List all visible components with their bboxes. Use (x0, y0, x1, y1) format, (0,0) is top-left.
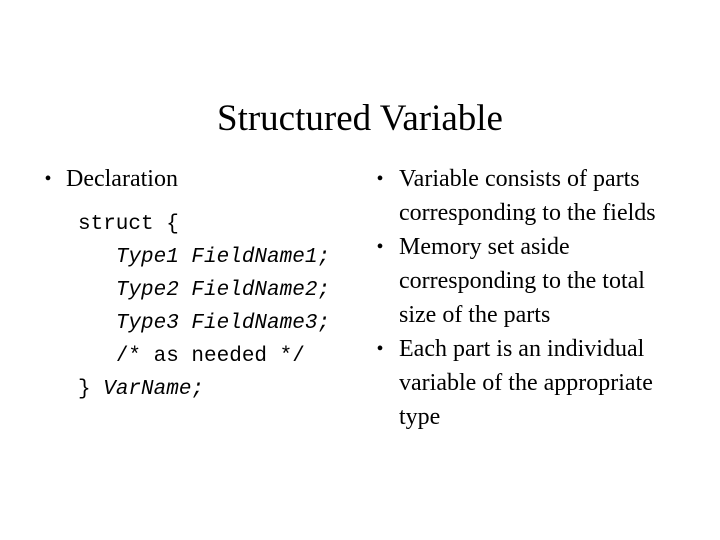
code-indent-1 (78, 246, 116, 269)
code-indent-2 (78, 279, 116, 302)
code-keyword-struct: struct { (78, 213, 179, 236)
code-comment-as-needed: /* as needed */ (115, 345, 305, 368)
code-closing-brace: } (78, 378, 104, 401)
code-indent-3 (78, 312, 116, 335)
bullet-dot-icon: • (376, 236, 384, 258)
code-line-field-3: Type3 FieldName3; (78, 307, 364, 340)
bullet-dot-icon: • (376, 338, 384, 360)
bullet-each-part: • Each part is an individual variable of… (368, 332, 668, 434)
code-field-declaration-3: Type3 FieldName3; (115, 312, 331, 335)
code-variable-name: VarName; (103, 378, 205, 401)
struct-declaration-code: struct { Type1 FieldName1; Type2 FieldNa… (78, 208, 364, 406)
code-line-struct-open: struct { (78, 208, 364, 241)
right-content-column: • Variable consists of parts correspondi… (368, 162, 668, 434)
code-indent-4 (78, 345, 116, 368)
bullet-memory-set-aside-label: Memory set aside corresponding to the to… (399, 234, 645, 328)
code-line-comment: /* as needed */ (78, 340, 364, 373)
code-field-declaration-1: Type1 FieldName1; (115, 246, 331, 269)
code-line-field-2: Type2 FieldName2; (78, 274, 364, 307)
bullet-variable-consists: • Variable consists of parts correspondi… (368, 162, 668, 230)
bullet-each-part-label: Each part is an individual variable of t… (399, 336, 653, 430)
code-line-field-1: Type1 FieldName1; (78, 241, 364, 274)
left-content-column: • Declaration struct { Type1 FieldName1;… (34, 162, 364, 406)
bullet-variable-consists-label: Variable consists of parts corresponding… (399, 166, 656, 226)
bullet-declaration-label: Declaration (66, 166, 178, 192)
bullet-dot-icon: • (44, 168, 52, 190)
page-title: Structured Variable (217, 97, 503, 139)
bullet-declaration: • Declaration (34, 162, 364, 196)
bullet-memory-set-aside: • Memory set aside corresponding to the … (368, 230, 668, 332)
code-line-struct-close: } VarName; (78, 373, 364, 406)
bullet-dot-icon: • (376, 168, 384, 190)
code-field-declaration-2: Type2 FieldName2; (115, 279, 331, 302)
